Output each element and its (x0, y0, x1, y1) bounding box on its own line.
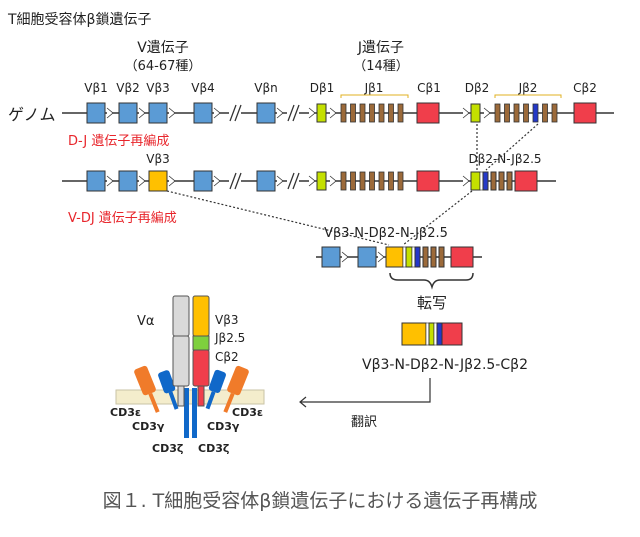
cell-membrane (115, 389, 265, 405)
jb2-segment (513, 103, 520, 123)
label-vbn: Vβn (254, 81, 277, 95)
gene-vb1 (86, 102, 106, 124)
jb2-segment (551, 103, 558, 123)
alpha-label: Vα (137, 314, 154, 329)
label-vb1: Vβ1 (84, 81, 108, 95)
gene-cb2 (573, 102, 597, 124)
connector-jb25 (485, 123, 539, 171)
tcr-beta-j25 (192, 335, 210, 351)
dj-label-vb3: Vβ3 (146, 152, 170, 166)
v-group-count: （64-67種） (125, 58, 202, 74)
jb1-segment (397, 103, 404, 123)
j-group-count: （14種） (353, 58, 409, 74)
jb1-segment (378, 171, 385, 191)
j-group-title: J遺伝子 (357, 40, 404, 56)
cd3-label-epsilon-right: CD3ε (232, 406, 263, 419)
dj-caption: D-J 遺伝子再編成 (68, 133, 169, 149)
gene-vb4 (193, 102, 213, 124)
label-cb2: Cβ2 (573, 81, 597, 95)
label-vb4: Vβ4 (191, 81, 215, 95)
jb1-segment (388, 103, 394, 123)
gene-db2 (470, 103, 481, 123)
vdj-gene-db2 (405, 246, 413, 268)
gene-db1 (316, 103, 327, 123)
connector-dj (402, 190, 473, 246)
vdj-label: Vβ3-N-Dβ2-N-Jβ2.5 (324, 226, 448, 241)
translation-arrow (300, 378, 431, 403)
tcr-alpha-v (172, 295, 190, 337)
dj-label-joined: Dβ2-N-Jβ2.5 (468, 152, 541, 166)
cd3-label-zeta-left: CD3ζ (152, 442, 183, 455)
gene-jb2-cluster (494, 103, 558, 123)
gene-cb1 (416, 102, 440, 124)
gene-jb1-cluster (340, 103, 404, 123)
label-vb3: Vβ3 (146, 81, 170, 95)
tcr-beta-v3 (192, 295, 210, 337)
genome-row: ゲノム Vβ1 Vβ2 Vβ3 Vβ4 Vβn Dβ1 Jβ1 Cβ1 Dβ2 … (8, 81, 614, 124)
jb1-segment (340, 103, 347, 123)
label-jb1: Jβ1 (364, 81, 384, 95)
vdj-gene-vb3 (385, 246, 404, 268)
dj-gene-db2 (470, 171, 481, 191)
figure-caption: 図１. T細胞受容体β鎖遺伝子における遺伝子再構成 (103, 490, 538, 512)
header-title: T細胞受容体β鎖遺伝子 (7, 11, 152, 28)
label-vb2: Vβ2 (116, 81, 140, 95)
label-db2: Dβ2 (465, 81, 490, 95)
dj-gene-cb2 (514, 170, 538, 192)
jb1-segment (388, 171, 394, 191)
beta-label-v3: Vβ3 (215, 313, 239, 327)
jb1-segment (378, 103, 385, 123)
vdj-gene-cb2 (450, 246, 474, 268)
vdj-caption: V-DJ 遺伝子再編成 (68, 210, 177, 226)
label-jb2: Jβ2 (518, 81, 538, 95)
jb2-segment (504, 103, 510, 123)
tcr-complex: Vα Vβ3 Jβ2.5 Cβ2 CD3ε CD3γ CD3ζ CD3ζ CD3… (110, 295, 265, 455)
jb2-segment (494, 103, 501, 123)
gene-vb2 (118, 102, 138, 124)
jb2-segment (532, 103, 539, 123)
vdj-row: V-DJ 遺伝子再編成 Vβ3-N-Dβ2-N-Jβ2.5 (68, 210, 482, 268)
cd3-label-gamma-right: CD3γ (207, 420, 240, 433)
cd3-label-zeta-right: CD3ζ (198, 442, 229, 455)
mrna-label: Vβ3-N-Dβ2-N-Jβ2.5-Cβ2 (362, 357, 528, 373)
label-db1: Dβ1 (310, 81, 335, 95)
v-group-title: V遺伝子 (137, 40, 189, 56)
jb1-segment (369, 171, 375, 191)
jb1-segment (369, 103, 375, 123)
jb2-segment (523, 103, 529, 123)
tcr-beta-c2 (192, 349, 210, 387)
transcription-label: 転写 (417, 294, 447, 312)
jb2-segment (542, 103, 548, 123)
jb1-segment (397, 171, 404, 191)
jb1-segment (359, 171, 366, 191)
beta-label-j25: Jβ2.5 (214, 331, 245, 345)
beta-label-c2: Cβ2 (215, 350, 239, 364)
label-cb1: Cβ1 (417, 81, 441, 95)
dj-gene-vb3 (148, 170, 168, 192)
jb1-segment (340, 171, 347, 191)
dj-jb1-cluster (340, 171, 404, 191)
vdj-gene-jb25 (414, 246, 421, 268)
jb1-segment (359, 103, 366, 123)
jb1-segment (350, 103, 356, 123)
translation-label: 翻訳 (351, 415, 377, 430)
cd3-label-epsilon-left: CD3ε (110, 406, 141, 419)
cd3-label-gamma-left: CD3γ (132, 420, 165, 433)
mrna (401, 322, 463, 346)
genome-label: ゲノム (8, 105, 56, 124)
gene-vbn (256, 102, 276, 124)
jb1-segment (350, 171, 356, 191)
dj-row: D-J 遺伝子再編成 Vβ3 Dβ2-N-Jβ2.5 (62, 133, 556, 192)
gene-vb3 (148, 102, 168, 124)
dj-gene-jb25 (482, 171, 489, 191)
sequence-break (229, 104, 300, 122)
tcr-alpha-c (172, 335, 190, 387)
transcription-brace (389, 272, 474, 290)
